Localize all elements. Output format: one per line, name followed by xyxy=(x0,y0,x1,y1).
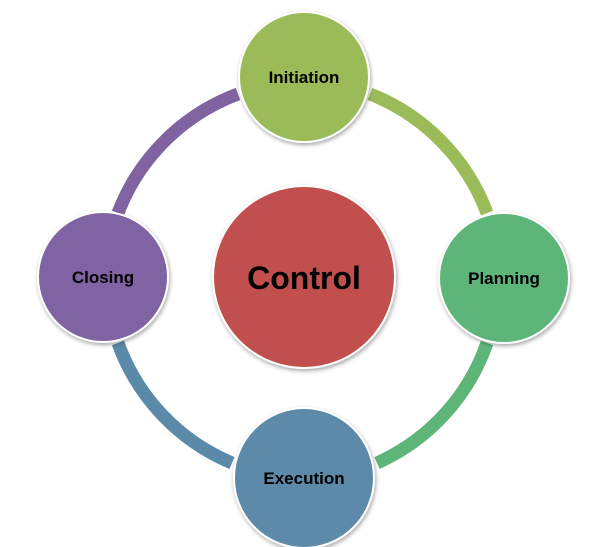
center-node: Control xyxy=(212,185,396,369)
phase-circle-planning xyxy=(438,212,570,344)
phase-node-initiation: Initiation xyxy=(238,11,370,143)
phase-label-initiation: Initiation xyxy=(269,68,340,87)
center-label: Control xyxy=(247,260,361,296)
phase-node-execution: Execution xyxy=(233,407,375,547)
phase-label-execution: Execution xyxy=(263,469,344,488)
arc-closing-to-initiation xyxy=(111,87,241,216)
phase-node-planning: Planning xyxy=(438,212,570,344)
phase-circle-closing xyxy=(37,211,169,343)
phase-label-closing: Closing xyxy=(72,268,134,287)
phase-circle-initiation xyxy=(238,11,370,143)
arc-initiation-to-planning xyxy=(367,87,494,216)
phase-node-closing: Closing xyxy=(37,211,169,343)
arc-execution-to-closing xyxy=(111,340,235,469)
center-circle xyxy=(212,185,396,369)
phase-label-planning: Planning xyxy=(468,269,540,288)
arc-planning-to-execution xyxy=(374,340,494,469)
phase-circle-execution xyxy=(233,407,375,547)
